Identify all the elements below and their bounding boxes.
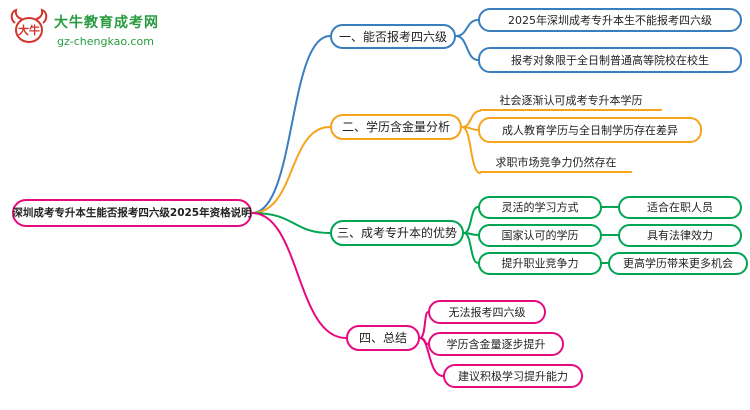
wire-b2-l1 <box>461 110 481 128</box>
branch-3-leaf-3: 提升职业竞争力 <box>478 252 602 275</box>
root-node: 深圳成考专升本生能否报考四六级2025年资格说明 <box>12 199 252 227</box>
site-name: 大牛教育成考网 <box>54 15 159 31</box>
wire-root-branch1 <box>251 35 331 214</box>
wire-b3-l1 <box>463 206 479 234</box>
branch-4-leaf-3: 建议积极学习提升能力 <box>443 364 583 388</box>
wire-b2-l2 <box>461 126 479 131</box>
site-logo: 大牛 大牛教育成考网 gz-chengkao.com <box>8 6 159 48</box>
branch-2-node: 二、学历含金量分析 <box>330 114 462 140</box>
wire-b4-l1 <box>419 311 429 339</box>
site-url: gz-chengkao.com <box>57 35 154 48</box>
branch-4-leaf-1: 无法报考四六级 <box>428 300 546 324</box>
wire-root-branch2 <box>251 126 331 214</box>
branch-3-leaf-2-detail: 具有法律效力 <box>618 224 742 247</box>
wire-b2-l3 <box>461 126 481 174</box>
ox-icon-text: 大牛 <box>18 23 40 37</box>
branch-2-leaf-1: 社会逐渐认可成考专升本学历 <box>480 87 662 111</box>
wire-b3-l3 <box>463 232 479 264</box>
branch-3-node: 三、成考专升本的优势 <box>330 220 464 246</box>
wire-b3-l2 <box>463 232 479 236</box>
branch-1-leaf-1: 2025年深圳成考专升本生不能报考四六级 <box>478 8 742 32</box>
branch-4-node: 四、总结 <box>346 325 420 351</box>
branch-3-leaf-3-detail: 更高学历带来更多机会 <box>608 252 748 275</box>
logo-text-block: 大牛教育成考网 gz-chengkao.com <box>54 6 159 48</box>
branch-1-leaf-2: 报考对象限于全日制普通高等院校在校生 <box>478 47 742 73</box>
branch-4-leaf-2: 学历含金量逐步提升 <box>428 332 564 356</box>
branch-3-leaf-1-detail: 适合在职人员 <box>618 196 742 219</box>
branch-1-node: 一、能否报考四六级 <box>330 24 456 49</box>
wire-b1-l1 <box>455 19 479 37</box>
branch-2-leaf-3: 求职市场竞争力仍然存在 <box>480 149 632 173</box>
wire-b1-l2 <box>455 35 479 61</box>
ox-icon: 大牛 <box>10 8 48 43</box>
wire-b4-l2 <box>419 337 429 345</box>
branch-3-leaf-2: 国家认可的学历 <box>478 224 602 247</box>
wire-root-branch3 <box>251 212 331 234</box>
branch-2-leaf-2: 成人教育学历与全日制学历存在差异 <box>478 117 702 143</box>
branch-3-leaf-1: 灵活的学习方式 <box>478 196 602 219</box>
